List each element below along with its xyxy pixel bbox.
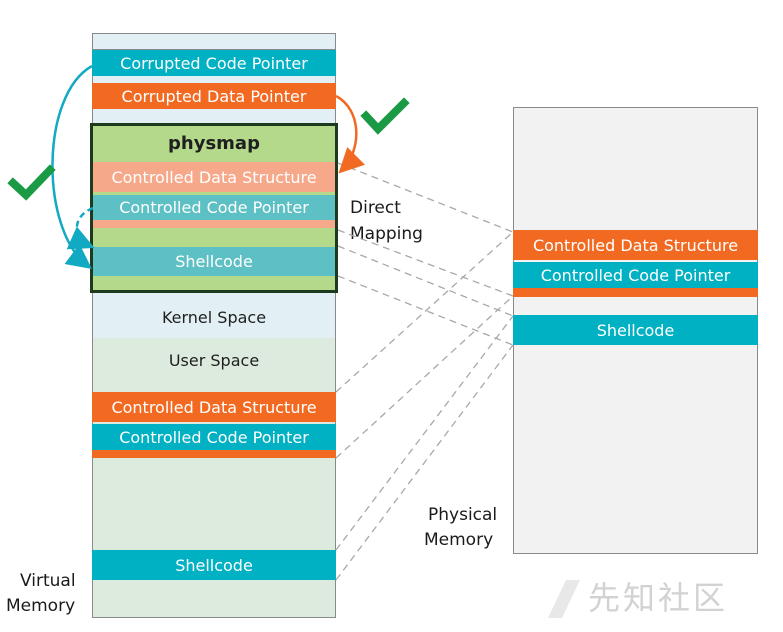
vm-gap-2 bbox=[92, 109, 336, 123]
user-controlled-data-structure: Controlled Data Structure bbox=[92, 392, 336, 422]
phys-shellcode: Shellcode bbox=[513, 315, 758, 345]
corrupted-code-pointer-block: Corrupted Code Pointer bbox=[92, 50, 336, 76]
watermark-text: 先知社区 bbox=[588, 579, 729, 617]
corrupted-data-pointer-block: Corrupted Data Pointer bbox=[92, 83, 336, 109]
physmap-shellcode: Shellcode bbox=[93, 247, 335, 276]
controlled-code-pointer-arrow bbox=[66, 206, 95, 250]
data-pointer-hijack-arrow bbox=[335, 94, 365, 174]
physmap-controlled-data-structure: Controlled Data Structure bbox=[93, 162, 335, 192]
physical-memory-caption-line1: Physical bbox=[428, 505, 498, 525]
kernel-space-region: Kernel Space bbox=[92, 293, 336, 338]
code-pointer-hijack-arrow bbox=[51, 64, 93, 270]
watermark-logo-icon bbox=[548, 580, 580, 618]
direct-mapping-label-line1: Direct bbox=[350, 198, 401, 218]
vm-gap-1 bbox=[92, 76, 336, 83]
check-icon bbox=[360, 97, 410, 135]
mapping-lines-physmap bbox=[337, 162, 514, 346]
phys-controlled-data-structure: Controlled Data Structure bbox=[513, 230, 758, 260]
watermark bbox=[548, 580, 580, 618]
physmap-controlled-code-pointer: Controlled Code Pointer bbox=[93, 195, 335, 220]
physmap-gap-stripe bbox=[93, 220, 335, 228]
physical-memory-caption-line2: Memory bbox=[424, 530, 494, 550]
vm-top-region bbox=[92, 33, 336, 50]
virtual-memory-caption-line1: Virtual bbox=[20, 571, 76, 591]
mapping-lines-userspace bbox=[335, 231, 514, 581]
user-shellcode: Shellcode bbox=[92, 550, 336, 580]
phys-orange-stripe bbox=[513, 288, 758, 297]
user-space-label: User Space bbox=[168, 350, 260, 370]
phys-controlled-code-pointer: Controlled Code Pointer bbox=[513, 262, 758, 288]
virtual-memory-caption-line2: Memory bbox=[6, 596, 76, 616]
user-orange-stripe bbox=[92, 450, 336, 458]
user-controlled-code-pointer: Controlled Code Pointer bbox=[92, 424, 336, 450]
direct-mapping-label-line2: Mapping bbox=[350, 224, 423, 244]
physmap-title: physmap bbox=[168, 132, 260, 154]
check-icon bbox=[7, 164, 56, 201]
